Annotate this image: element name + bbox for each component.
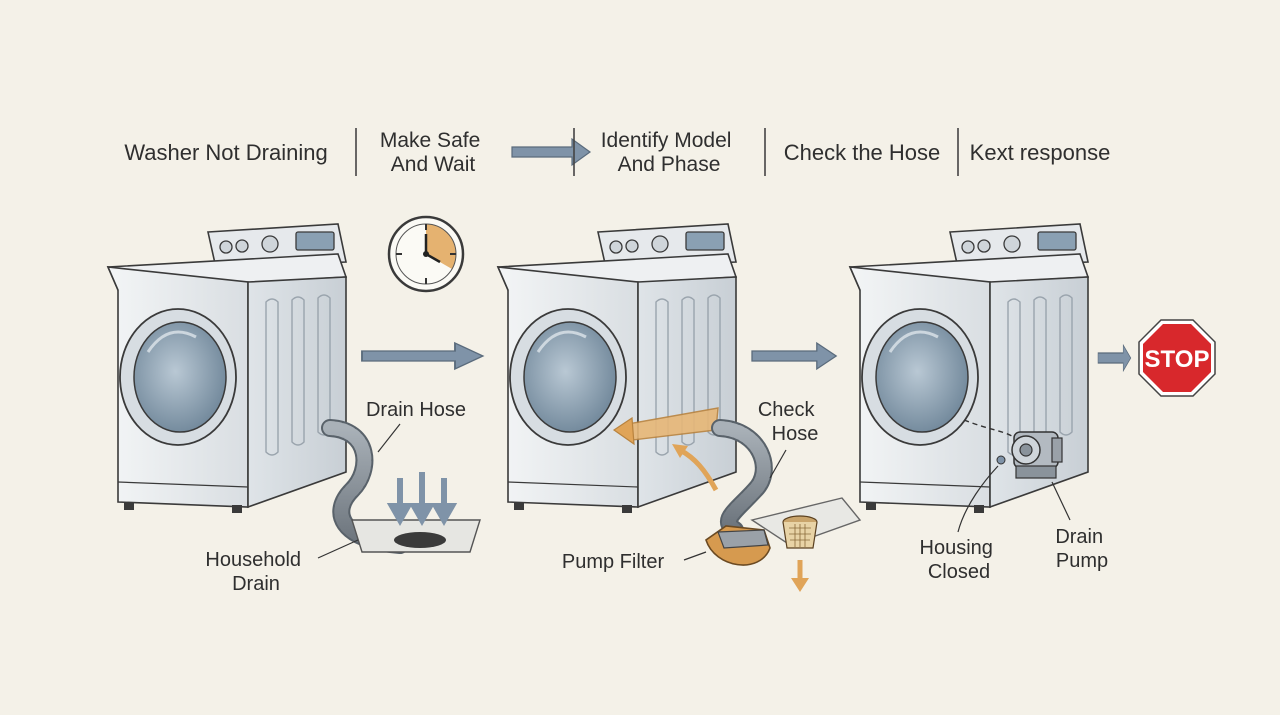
callout-leader [1051,481,1071,521]
header-step-1: Washer Not Draining [124,140,327,165]
drain-hose [711,419,773,539]
washing-machine-icon [106,222,348,515]
arrow-right-icon [361,342,484,370]
callout-drain-pump: Drain Pump [1055,526,1108,572]
timer-clock-icon [387,215,465,293]
pump-filter-icon [705,515,818,592]
callout-household-drain: Household Drain [205,549,306,595]
header-step-2: Make Safe And Wait [380,129,486,176]
header-step-5: Kext response [970,140,1111,165]
arrow-right-icon [1097,344,1132,372]
arrow-right-icon [751,342,837,370]
household-drain [351,472,481,553]
drain-pump-icon [963,419,1063,479]
callout-pump-filter: Pump Filter [562,551,665,573]
flow-arrow-icon [612,407,719,492]
callout-leader [317,539,359,559]
callout-leader [957,465,999,533]
header-step-3: Identify Model And Phase [601,129,738,176]
stop-sign-text: STOP [1145,346,1210,373]
arrow-right-icon [511,138,591,166]
header-step-4: Check the Hose [784,140,941,165]
callout-leader [377,423,401,453]
stop-sign-icon: STOP [1138,319,1216,397]
callout-check-hose: Check Hose [758,399,820,445]
callout-leader [683,551,707,561]
process-header: Washer Not Draining Make Safe And Wait I… [124,128,1110,176]
callout-drain-hose: Drain Hose [366,399,466,421]
callout-leader [769,449,787,479]
callout-housing-closed: Housing Closed [920,537,999,583]
